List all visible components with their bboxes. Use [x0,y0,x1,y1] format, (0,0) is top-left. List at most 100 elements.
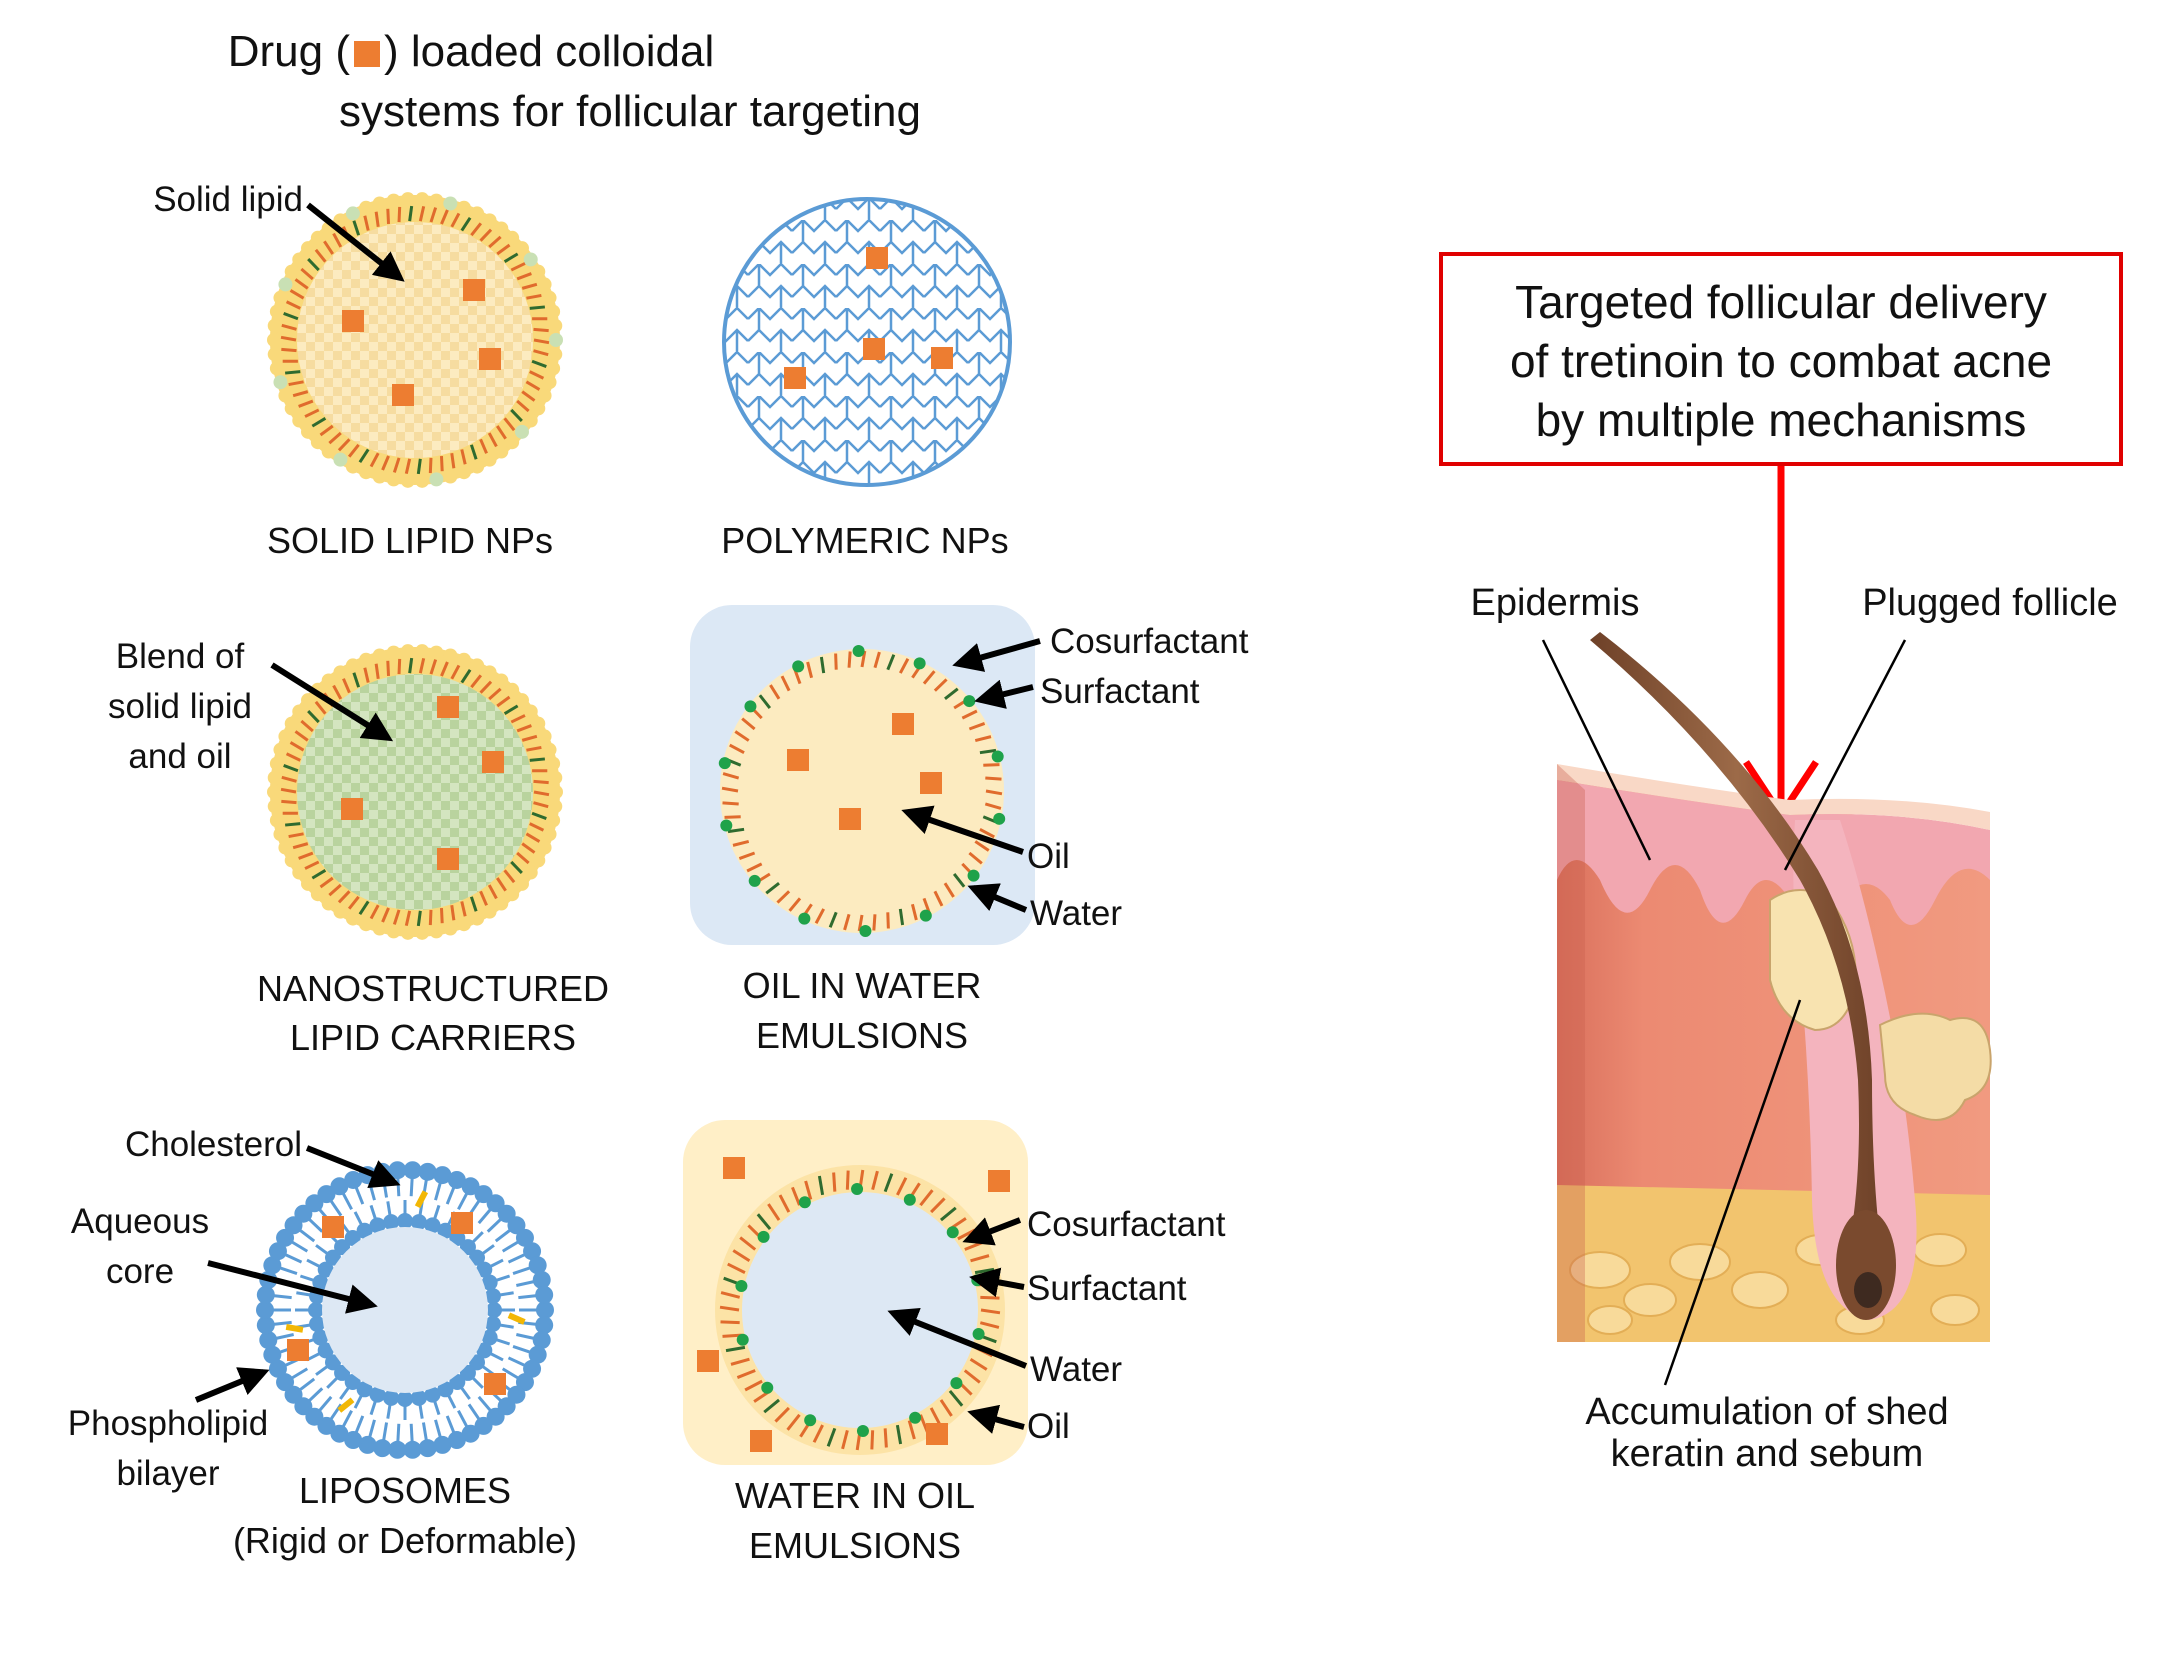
surfactant-tail [283,312,299,321]
surfactant-tail [758,694,772,709]
surfactant-tail [529,305,545,310]
lipid-head [494,896,509,911]
figure-title: Drug ( ) loaded colloidal systems for fo… [228,27,921,136]
surfactant-tail [729,743,745,755]
surfactant-tail [963,1369,981,1384]
lipid-head [267,347,282,362]
wo-surfactant-arrow [969,1267,1025,1298]
phospholipid-head [523,1242,542,1261]
surfactant-tail [769,684,781,700]
surfactant-tail [418,657,426,674]
cosurfactant-dot [736,1333,749,1346]
surfactant-tail [943,882,955,898]
lipid-head [269,304,284,319]
lipid-head [456,917,471,932]
skin-follicle-illustration: Epidermis Plugged follicle Accumulation … [1471,582,2118,1475]
phospholipid-head [373,1439,392,1458]
surfactant-tail [533,790,550,797]
surfactant-tail [363,215,370,231]
surfactant-tail [907,1420,916,1440]
surfactant-tail [319,876,334,889]
surfactant-tail [521,282,538,290]
phospholipid-head [356,1381,373,1398]
phospholipid-head [344,1374,361,1391]
surfactant-tail [381,907,390,923]
surfactant-tail [510,408,523,422]
surfactant-tail [940,1206,957,1222]
phospholipid-head [523,1359,542,1378]
surfactant-tail [970,1254,990,1263]
lipid-head [443,196,458,211]
surfactant-tail [281,347,297,353]
surfactant-tail [722,801,739,806]
drug-square [892,713,914,735]
drug-square [931,347,953,369]
lipid-head [310,887,325,902]
surfactant-tail [292,390,309,398]
surfactant-tail [845,1170,850,1190]
phospholipid-head [330,1424,349,1443]
lipid-head [269,361,284,376]
lipid-head [310,230,325,245]
stratum-corneum [1557,764,1990,830]
lipid-head [429,645,444,660]
surfactant-tail [872,914,877,931]
surfactant-tail [727,1262,746,1274]
surfactant-tail [804,1180,813,1200]
surfactant-tail [741,717,756,731]
surfactant-tail [734,730,750,742]
surfactant-tail [516,272,532,281]
phospholipid-head [397,1213,413,1229]
solid-lipid-arrow [306,202,405,282]
surfactant-tail [929,1407,942,1426]
phospholipid-head [317,1185,336,1204]
lipid-head [278,388,293,403]
surfactant-tail [280,335,297,342]
title-line2: systems for follicular targeting [339,87,921,136]
lipid-head [494,221,509,236]
surfactant-tail [495,877,507,892]
surfactant-tail [281,775,297,783]
liposome [256,1161,554,1459]
phospholipid-head [461,1177,480,1196]
lipid-head [549,333,563,347]
epidermis-layer [1557,780,1990,925]
cosurfactant-dot [993,812,1006,825]
surfactant-tail [974,840,990,852]
drug-square [392,384,414,406]
surfactant-tail [722,1333,742,1338]
phospholipid-head [459,1364,476,1381]
phospholipid-head [437,1222,454,1239]
surfactant-tail [332,684,343,700]
lipid-head [359,200,374,215]
targeted-delivery-box: Targeted follicular delivery of tretinoi… [1439,252,2123,466]
cholesterol-arrow [305,1145,401,1189]
nlc-particle [267,644,563,940]
surfactant-tail [298,851,314,860]
surfactant-tail [503,869,516,884]
phospholipid-head [469,1354,486,1371]
surfactant-tail [774,1406,790,1423]
surfactant-tail [767,1203,781,1221]
surfactant-tail [948,1390,964,1407]
surfactant-tail [521,842,536,854]
lipid-head [482,452,497,467]
surfactant-tail [828,911,838,928]
wo-cosurfactant-dots [735,1183,985,1437]
surfactant-tail [479,438,488,454]
surfactant-tail [503,704,519,715]
lipid-head [269,756,284,771]
surfactant-tail [328,883,342,897]
lipid-head [531,264,546,279]
lipid-head [531,716,546,731]
aqueous-core-arrow [207,1260,378,1314]
surfactant-tail [460,217,472,232]
surfactant-tail [933,678,948,692]
surfactant-tail [765,881,780,895]
surfactant-tail [392,457,401,473]
ow-caption-line1: OIL IN WATER [743,965,982,1006]
surfactant-tail [870,1430,875,1450]
surfactant-tail [292,842,309,850]
surfactant-tail [311,869,327,880]
lipid-head [292,865,307,880]
